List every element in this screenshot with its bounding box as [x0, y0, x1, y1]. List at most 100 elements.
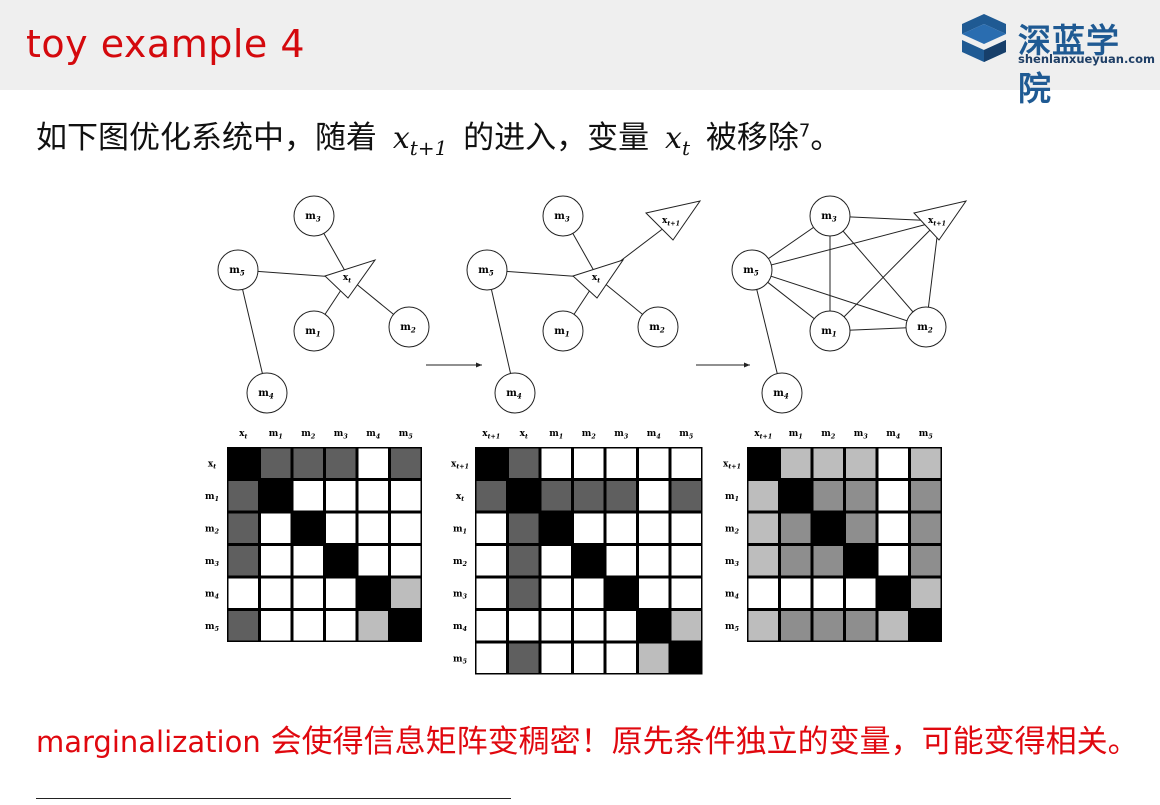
matrix-frame: [227, 447, 422, 642]
matrix-cell: [391, 513, 421, 543]
matrix-row-label: xt+1: [451, 459, 469, 470]
matrix-cell: [781, 448, 811, 478]
math-x-t-base: x: [665, 121, 682, 156]
matrix-cell: [358, 611, 388, 641]
matrix-cell: [878, 513, 908, 543]
landmark-label-m1: m1: [554, 326, 569, 339]
matrix-cell: [476, 481, 506, 511]
matrix-cell: [293, 578, 323, 608]
matrix-cell: [846, 448, 876, 478]
landmark-label-m2: m2: [917, 322, 933, 335]
matrix-cell: [671, 448, 701, 478]
landmark-label-m3: m3: [554, 211, 570, 224]
matrix-col-label: m5: [679, 429, 693, 440]
matrix-cell: [326, 448, 356, 478]
matrix-cell: [476, 513, 506, 543]
matrix-cell: [781, 546, 811, 576]
matrix-cell: [639, 643, 669, 673]
matrix-cell: [781, 578, 811, 608]
matrix-cell: [846, 578, 876, 608]
matrix-cell: [671, 546, 701, 576]
matrix-cell: [671, 513, 701, 543]
matrix-cell: [541, 643, 571, 673]
matrix-cell: [574, 448, 604, 478]
landmark-node-m4: [494, 372, 536, 414]
matrix-cell: [606, 546, 636, 576]
matrix-cell: [476, 448, 506, 478]
intro-sentence: 如下图优化系统中，随着 xt+1 的进入，变量 xt 被移除7。: [36, 112, 841, 160]
matrix-row-label: m3: [205, 557, 220, 568]
variable-label-xt: xt: [343, 273, 351, 284]
matrix-row-label: m2: [453, 557, 468, 568]
matrix-col-label: m1: [789, 429, 803, 440]
matrix-cell: [509, 546, 539, 576]
matrix-cell: [228, 578, 258, 608]
matrix-cell: [476, 546, 506, 576]
matrix-cell: [781, 513, 811, 543]
graph-edge-m5-m4: [486, 269, 516, 394]
matrix-row-label: m1: [453, 524, 467, 535]
variable-label-xt1: xt+1: [662, 216, 680, 227]
matrix-col-label: m3: [854, 429, 869, 440]
matrix-col-label: m2: [582, 429, 597, 440]
intro-text-middle: 的进入，变量: [463, 120, 650, 156]
matrix-cell: [391, 448, 421, 478]
matrix-cell: [911, 611, 941, 641]
matrix-col-label: m4: [647, 429, 661, 440]
landmark-label-m4: m4: [258, 388, 274, 401]
landmark-node-m1: [293, 310, 335, 352]
matrix-cell: [509, 448, 539, 478]
slide-header: toy example 4 深蓝学院 shenlanxueyuan.com: [0, 0, 1160, 108]
landmark-node-m4: [761, 372, 803, 414]
logo-mark-icon: [962, 14, 1006, 62]
matrix-cell: [261, 481, 291, 511]
matrix-cell: [293, 546, 323, 576]
footnote-rule: [36, 798, 511, 799]
landmark-node-m5: [217, 249, 259, 291]
matrix-cell: [228, 611, 258, 641]
graph-edge-m5-m4: [751, 269, 783, 394]
matrix-row-label: m2: [205, 524, 220, 535]
matrix-cell: [878, 611, 908, 641]
matrix-col-label: m5: [919, 429, 933, 440]
matrix-cell: [813, 448, 843, 478]
matrix-col-label: m3: [614, 429, 629, 440]
matrix-cell: [748, 546, 778, 576]
transition-arrowhead-1: [476, 362, 482, 368]
landmark-label-m4: m4: [773, 388, 789, 401]
graph-edge-m5-m4: [237, 269, 268, 394]
matrix-col-label: m3: [334, 429, 349, 440]
matrix-cell: [639, 448, 669, 478]
matrix-cell: [671, 611, 701, 641]
matrix-cell: [846, 513, 876, 543]
matrix-row-label: xt: [208, 459, 216, 470]
landmark-label-m1: m1: [305, 326, 320, 339]
matrix-row-label: m2: [725, 524, 740, 535]
matrix-cell: [911, 481, 941, 511]
math-x-t: xt: [665, 121, 690, 160]
matrix-cell: [391, 578, 421, 608]
matrix-cell: [878, 448, 908, 478]
matrix-cell: [261, 448, 291, 478]
matrix-cell: [293, 448, 323, 478]
landmark-label-m5: m5: [743, 265, 759, 278]
matrix-cell: [846, 481, 876, 511]
matrix-cell: [293, 611, 323, 641]
matrix-cell: [748, 513, 778, 543]
matrix-cell: [358, 546, 388, 576]
matrix-cell: [878, 578, 908, 608]
matrix-cell: [574, 578, 604, 608]
math-x-t-sub: t: [681, 136, 690, 160]
intro-text-before: 如下图优化系统中，随着: [36, 120, 377, 156]
matrix-cell: [541, 448, 571, 478]
matrix-cell: [606, 481, 636, 511]
landmark-node-m1: [542, 310, 584, 352]
matrix-cell: [671, 578, 701, 608]
logo: 深蓝学院 shenlanxueyuan.com: [956, 12, 1155, 108]
math-x-t-plus-1-base: x: [392, 121, 410, 156]
graph-edge-m3-m2: [829, 215, 927, 328]
matrix-cell: [509, 578, 539, 608]
matrix-col-label: xt: [520, 429, 528, 440]
